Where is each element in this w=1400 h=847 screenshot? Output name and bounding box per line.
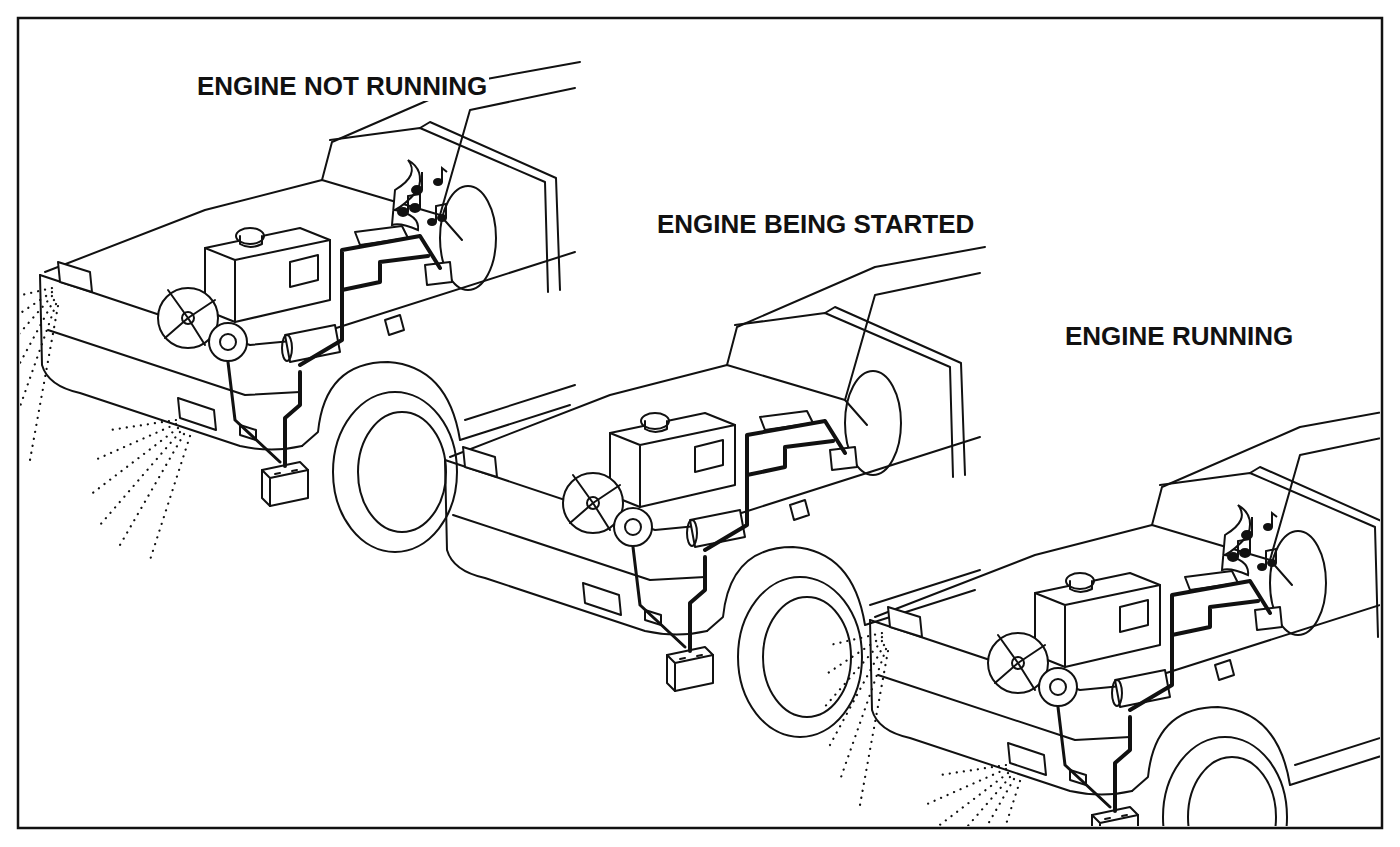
state-label: ENGINE NOT RUNNING [195,72,489,101]
state-label: ENGINE RUNNING [1063,322,1295,351]
state-label: ENGINE BEING STARTED [655,210,976,239]
